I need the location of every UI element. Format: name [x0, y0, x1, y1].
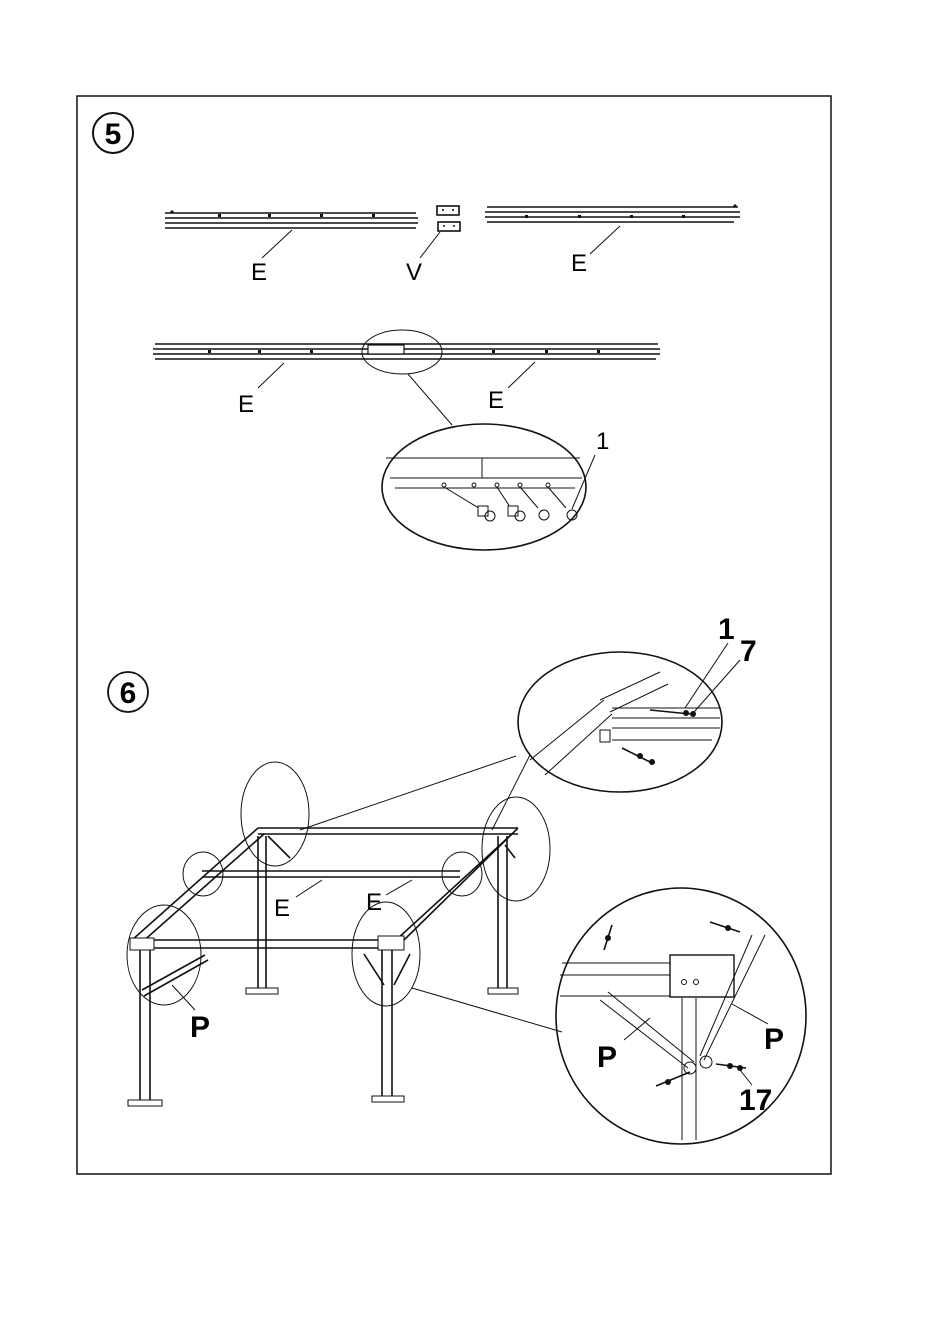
bolt-row	[442, 483, 577, 521]
step-5-number: 5	[105, 118, 122, 151]
label-e-joined-left: E	[238, 391, 254, 418]
rail-e-left	[165, 210, 418, 228]
label-e-top-right: E	[571, 250, 587, 277]
step-5: 5 E V	[93, 113, 740, 550]
highlight-mid-right	[442, 852, 482, 896]
callout-17: 17	[739, 1084, 772, 1117]
gazebo-frame	[128, 828, 518, 1106]
rail-e-right	[485, 204, 740, 222]
top-joint-detail	[518, 643, 740, 792]
highlight-back-left	[241, 762, 309, 866]
label-p-detail-right: P	[764, 1023, 784, 1056]
label-p-detail-left: P	[597, 1041, 617, 1074]
label-e-joined-right: E	[488, 387, 504, 414]
step-6-number: 6	[120, 677, 137, 710]
highlight-back-right	[482, 797, 550, 901]
label-e-top-left: E	[251, 259, 267, 286]
highlight-front-left	[127, 905, 201, 1005]
label-v: V	[406, 259, 422, 286]
label-p-frame: P	[190, 1011, 210, 1044]
callout-7: 7	[740, 635, 757, 668]
label-e-frame-right: E	[366, 889, 382, 916]
step-6: 6	[108, 613, 806, 1144]
highlight-mid-left	[183, 852, 223, 896]
label-e-frame-left: E	[274, 895, 290, 922]
callout-1-step6: 1	[718, 613, 735, 646]
joint-detail	[382, 424, 595, 550]
joined-rail	[153, 344, 660, 359]
splice-plate-v	[437, 206, 460, 231]
callout-1-step5: 1	[596, 428, 609, 455]
